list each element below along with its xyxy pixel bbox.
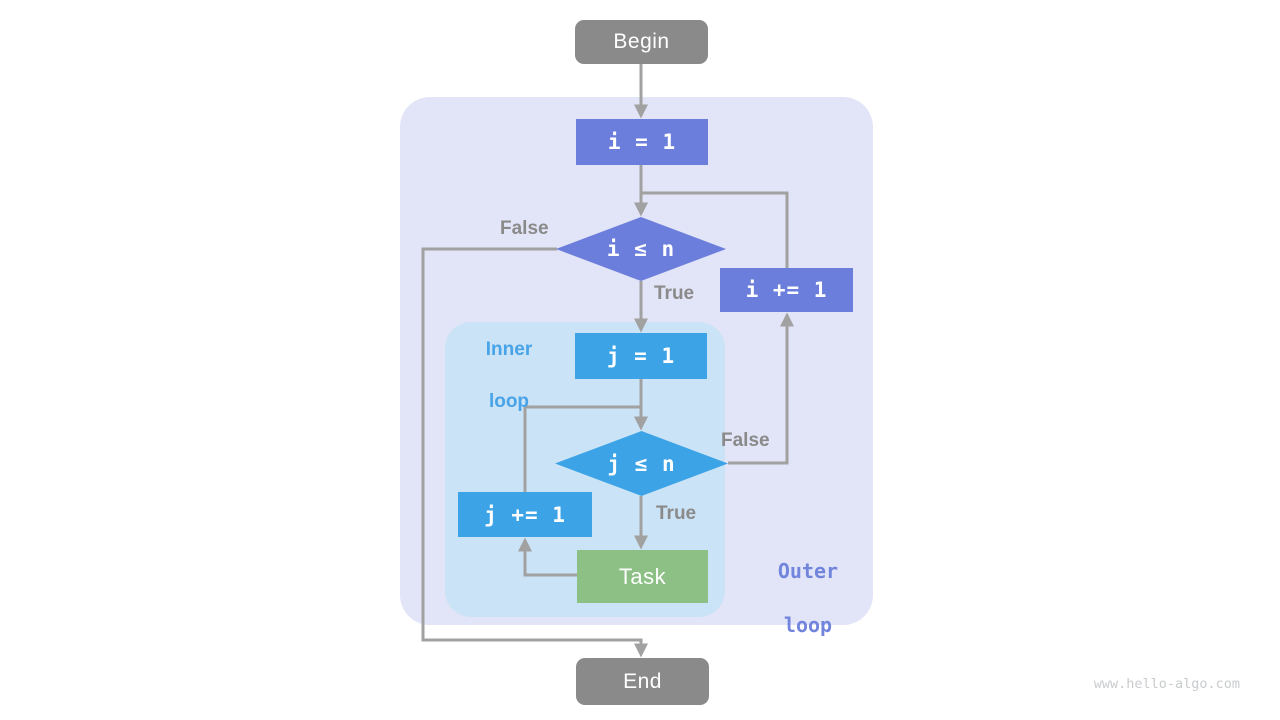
node-incr-j-label: j += 1 — [484, 502, 566, 527]
node-init-j-label: j = 1 — [606, 344, 676, 368]
node-end: End — [576, 658, 709, 705]
node-task: Task — [577, 550, 708, 603]
edge-label-inner-true: True — [656, 503, 697, 524]
edge-cond-i-false-to-end — [421, 247, 648, 658]
edge-cond-j-false-to-incr-i — [728, 312, 794, 465]
node-begin: Begin — [575, 20, 708, 64]
edge-label-outer-false: False — [500, 218, 549, 239]
edge-incr-j-return — [523, 405, 641, 492]
outer-loop-label: Outer loop — [756, 558, 860, 639]
outer-loop-label-line2: loop — [783, 613, 833, 637]
inner-loop-label: Inner loop — [459, 337, 559, 415]
node-cond-j-label: j ≤ n — [607, 451, 676, 476]
node-end-label: End — [623, 669, 662, 693]
inner-loop-label-line1: Inner — [485, 339, 533, 360]
node-cond-i-label: i ≤ n — [606, 237, 676, 261]
node-init-i: i = 1 — [576, 119, 708, 165]
inner-loop-label-line2: loop — [488, 391, 530, 412]
edge-task-to-incr-j — [518, 537, 577, 577]
site-watermark: www.hello-algo.com — [1093, 676, 1240, 692]
node-init-j: j = 1 — [575, 333, 707, 379]
node-incr-i-label: i += 1 — [745, 278, 828, 302]
edge-label-inner-false: False — [721, 430, 770, 451]
edge-label-outer-true: True — [654, 283, 695, 304]
edge-incr-i-return — [641, 191, 789, 268]
node-incr-i: i += 1 — [720, 268, 853, 312]
node-incr-j: j += 1 — [458, 492, 592, 537]
node-init-i-label: i = 1 — [607, 130, 677, 154]
outer-loop-label-line1: Outer — [777, 559, 839, 583]
node-task-label: Task — [618, 563, 667, 589]
node-begin-label: Begin — [613, 30, 670, 53]
